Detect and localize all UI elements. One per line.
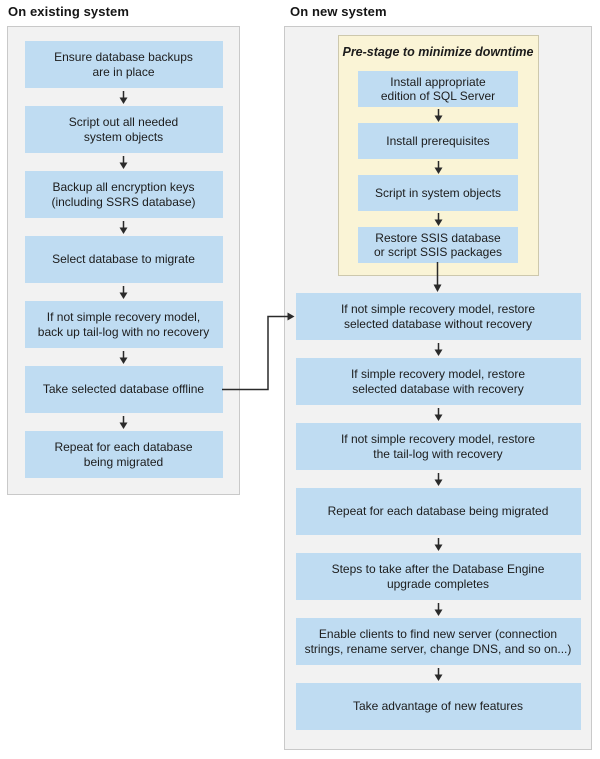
down-arrow-icon [434, 667, 442, 681]
prestage-title: Pre-stage to minimize downtime [342, 45, 534, 59]
down-arrow-icon [434, 108, 442, 122]
arrow-gap [433, 405, 444, 423]
flow-step-box: If not simple recovery model, back up ta… [24, 301, 223, 348]
flow-step-box: If simple recovery model, restore select… [295, 358, 581, 405]
prestage-step-box: Script in system objects [358, 175, 518, 211]
down-arrow-icon [434, 537, 442, 551]
down-arrow-icon [119, 90, 128, 104]
flow-step-box: If not simple recovery model, restore se… [295, 293, 581, 340]
flow-step-box: Script out all needed system objects [24, 106, 223, 153]
arrow-gap [118, 348, 129, 366]
arrow-gap [433, 600, 444, 618]
down-arrow-icon [119, 220, 128, 234]
flow-step-box: If not simple recovery model, restore th… [295, 423, 581, 470]
down-arrow-icon [119, 415, 128, 429]
down-arrow-icon [434, 407, 442, 421]
flow-step-box: Select database to migrate [24, 236, 223, 283]
flow-step-box: Repeat for each database being migrated [24, 431, 223, 478]
down-arrow-icon [434, 160, 442, 174]
arrow-gap [433, 159, 444, 175]
arrow-gap [433, 665, 444, 683]
down-arrow-icon [119, 285, 128, 299]
flow-step-box: Repeat for each database being migrated [295, 488, 581, 535]
down-arrow-icon [434, 602, 442, 616]
arrow-gap [433, 107, 444, 123]
prestage-group: Pre-stage to minimize downtime Install a… [337, 35, 539, 276]
flow-step-box: Steps to take after the Database Engine … [295, 553, 581, 600]
prestage-step-box: Install appropriate edition of SQL Serve… [358, 71, 518, 107]
arrow-gap [118, 153, 129, 171]
arrow-gap [118, 283, 129, 301]
arrow-gap [118, 88, 129, 106]
arrow-gap [433, 535, 444, 553]
flow-step-box: Enable clients to find new server (conne… [295, 618, 581, 665]
new-system-title: On new system [290, 4, 387, 19]
flow-step-box: Take selected database offline [24, 366, 223, 413]
down-arrow-icon [434, 342, 442, 356]
arrow-gap [433, 470, 444, 488]
down-arrow-icon [434, 212, 442, 226]
arrow-gap [118, 218, 129, 236]
arrow-gap [118, 413, 129, 431]
flow-step-box: Take advantage of new features [295, 683, 581, 730]
prestage-step-box: Install prerequisites [358, 123, 518, 159]
new-system-panel: Pre-stage to minimize downtime Install a… [284, 26, 592, 750]
flow-step-box: Backup all encryption keys (including SS… [24, 171, 223, 218]
down-arrow-icon [119, 350, 128, 364]
flow-step-box: Ensure database backups are in place [24, 41, 223, 88]
existing-system-title: On existing system [8, 4, 130, 19]
down-arrow-icon [434, 472, 442, 486]
arrow-gap [433, 211, 444, 227]
prestage-step-box: Restore SSIS database or script SSIS pac… [358, 227, 518, 263]
arrow-gap [433, 340, 444, 358]
down-arrow-icon [119, 155, 128, 169]
